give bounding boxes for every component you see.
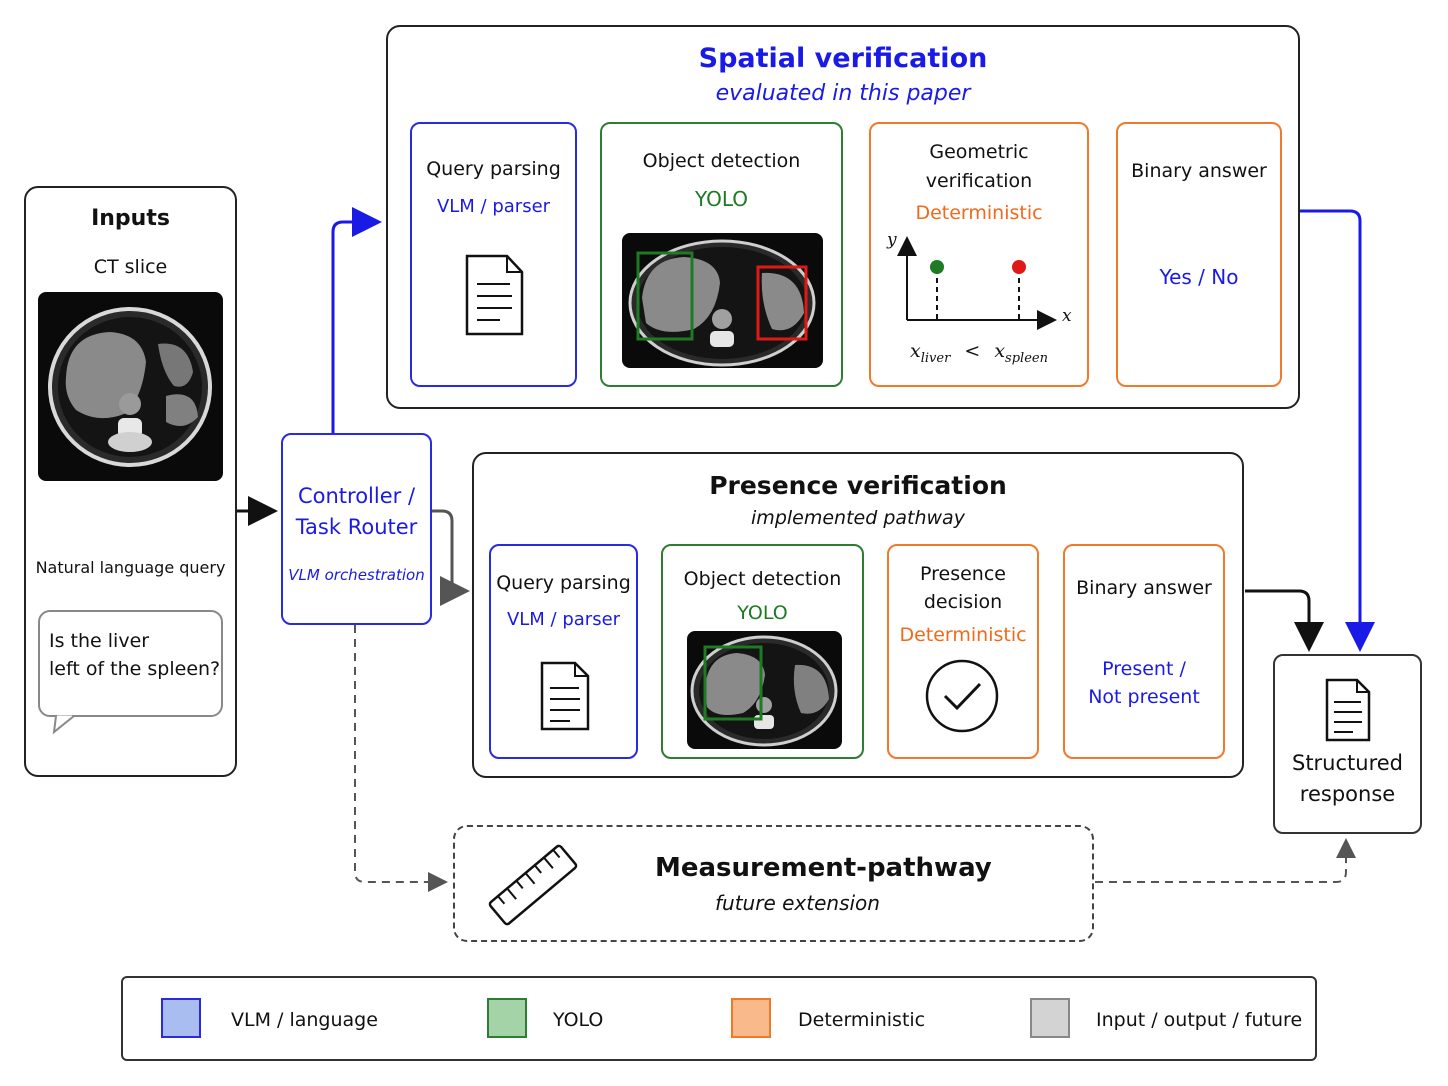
spatial-title: Spatial verification (698, 43, 988, 74)
legend: VLM / language YOLO Deterministic Input … (121, 976, 1317, 1061)
presence-answer-title: Binary answer (1076, 577, 1212, 599)
axis-x-label: x (1062, 306, 1072, 326)
presence-ct-image (687, 631, 842, 749)
controller-title-line1: Controller / (297, 484, 416, 508)
formula-right-sub: spleen (1005, 350, 1048, 366)
axis-y-label: y (887, 230, 897, 250)
legend-swatch-deterministic (731, 998, 771, 1038)
spatial-geo-title-line1: Geometric (929, 141, 1029, 163)
ruler-icon (488, 844, 578, 926)
arrow-presence-output (1245, 589, 1324, 652)
presence-query-box: Query parsing VLM / parser (489, 544, 638, 759)
spatial-answer-box: Binary answer Yes / No (1116, 122, 1282, 387)
structured-response-line1: Structured (1291, 751, 1404, 775)
spatial-detect-box: Object detection YOLO (600, 122, 843, 387)
query-bubble: Is the liver left of the spleen? (38, 610, 223, 717)
query-text-line2: left of the spleen? (49, 658, 221, 680)
measurement-panel: Measurement-pathway future extension (453, 825, 1094, 942)
legend-label-deterministic: Deterministic (798, 1009, 926, 1031)
presence-decision-box: Presence decision Deterministic (887, 544, 1039, 759)
controller-title-line2: Task Router (295, 515, 418, 539)
presence-answer-line1: Present / (1102, 658, 1186, 680)
legend-label-yolo: YOLO (553, 1009, 604, 1031)
structured-response-box: Structured response (1273, 654, 1422, 834)
spatial-detect-title: Object detection (642, 150, 801, 172)
query-label: Natural language query (35, 558, 226, 577)
legend-label-io: Input / output / future (1096, 1009, 1303, 1031)
presence-decision-line2: decision (923, 591, 1003, 613)
arrow-controller-measurement (354, 625, 448, 892)
spatial-query-box: Query parsing VLM / parser (410, 122, 577, 387)
document-icon (1325, 678, 1371, 742)
spatial-geo-title-line2: verification (925, 170, 1033, 192)
arrow-controller-presence (432, 509, 470, 606)
spatial-ct-image (622, 233, 823, 368)
legend-label-vlm: VLM / language (231, 1009, 378, 1031)
presence-answer-line2: Not present (1088, 686, 1200, 708)
geometric-plot (897, 236, 1057, 330)
spatial-query-title: Query parsing (426, 158, 561, 180)
inputs-title: Inputs (91, 206, 170, 231)
formula-left-sub: liver (920, 350, 951, 366)
ct-slice-image (38, 292, 223, 481)
document-icon (540, 661, 590, 731)
controller-sub: VLM orchestration (288, 566, 425, 584)
spatial-subtitle: evaluated in this paper (715, 81, 971, 106)
arrow-measurement-output (1095, 838, 1356, 883)
ct-slice-label: CT slice (93, 256, 168, 278)
document-icon (465, 254, 524, 336)
spatial-answer-title: Binary answer (1131, 160, 1267, 182)
spatial-geo-sub: Deterministic (915, 202, 1043, 224)
checkmark-icon (925, 659, 999, 733)
spatial-answer-value: Yes / No (1159, 265, 1239, 289)
presence-decision-sub: Deterministic (899, 624, 1027, 646)
presence-answer-box: Binary answer Present / Not present (1063, 544, 1225, 759)
formula-op: < (964, 340, 981, 362)
spleen-point (1012, 260, 1026, 274)
query-text-line1: Is the liver (49, 630, 150, 652)
controller-box: Controller / Task Router VLM orchestrati… (281, 433, 432, 625)
legend-swatch-vlm (161, 998, 201, 1038)
formula-right: x (994, 340, 1006, 362)
inputs-panel: Inputs CT slice Natural language query I… (24, 186, 237, 777)
geometric-formula: xliver < xspleen (871, 340, 1087, 366)
presence-detect-box: Object detection YOLO (661, 544, 864, 759)
presence-title: Presence verification (709, 471, 1007, 500)
structured-response-line2: response (1299, 782, 1396, 806)
presence-query-title: Query parsing (496, 572, 631, 594)
spatial-query-sub: VLM / parser (436, 196, 551, 217)
measurement-subtitle: future extension (715, 891, 880, 915)
presence-subtitle: implemented pathway (751, 507, 965, 529)
presence-query-sub: VLM / parser (506, 609, 621, 630)
spatial-detect-sub: YOLO (694, 187, 749, 211)
measurement-title: Measurement-pathway (655, 853, 992, 883)
legend-swatch-io (1030, 998, 1070, 1038)
arrow-spatial-output (1300, 209, 1375, 652)
presence-decision-line1: Presence (920, 563, 1006, 585)
legend-swatch-yolo (487, 998, 527, 1038)
liver-point (930, 260, 944, 274)
formula-left: x (910, 340, 921, 362)
presence-detect-sub: YOLO (737, 602, 788, 624)
spatial-geo-box: Geometric verification Deterministic y x… (869, 122, 1089, 387)
presence-detect-title: Object detection (683, 568, 842, 590)
arrow-controller-spatial (331, 207, 382, 433)
bubble-tail (52, 712, 75, 735)
